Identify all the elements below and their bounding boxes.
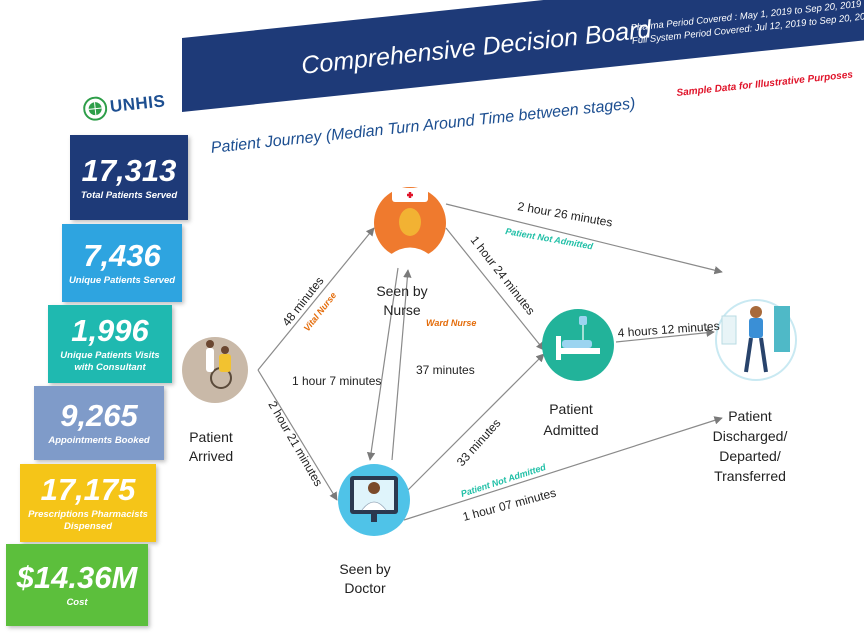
tag-ward-nurse: Ward Nurse <box>426 318 476 328</box>
node-discharged[interactable]: Patient Discharged/ Departed/ Transferre… <box>713 299 797 484</box>
person-legs <box>744 337 768 373</box>
person-head <box>750 306 762 318</box>
edge-doctor-admitted <box>397 353 545 501</box>
kpi-prescriptions[interactable]: 17,175 Prescriptions Pharmacists Dispens… <box>20 464 156 542</box>
edge-arrived-nurse <box>257 227 375 371</box>
kpi-value: 1,996 <box>71 313 149 348</box>
nurse-collar <box>385 247 435 259</box>
kpi-label: Appointments Booked <box>48 435 150 446</box>
iv-bag <box>579 316 587 325</box>
door <box>774 306 790 352</box>
bed-blanket <box>562 340 592 348</box>
edge-arrived-doctor <box>257 369 338 501</box>
kpi-label: Total Patients Served <box>80 189 178 201</box>
node-nurse-label-1: Seen by <box>376 283 427 299</box>
kpi-label: Cost <box>66 597 88 608</box>
node-doctor-label-1: Seen by <box>339 561 390 577</box>
bed-headboard <box>556 336 561 360</box>
node-admitted-label-2: Admitted <box>543 422 598 438</box>
person-shirt <box>749 318 763 338</box>
node-arrived[interactable]: Patient Arrived <box>182 337 248 464</box>
kpi-total-patients[interactable]: 17,313 Total Patients Served <box>70 135 188 220</box>
attendant-body <box>206 348 214 372</box>
kpi-label: Prescriptions Pharmacists Dispensed <box>28 509 148 532</box>
kpi-value: 17,313 <box>81 152 177 188</box>
window <box>721 315 737 345</box>
doctor-coat <box>361 501 387 511</box>
kpi-value: 7,436 <box>83 238 161 273</box>
node-admitted[interactable]: Patient Admitted <box>542 309 614 438</box>
globe-icon <box>83 96 108 121</box>
node-nurse-label-2: Nurse <box>383 302 421 318</box>
node-discharged-label-3: Departed/ <box>719 448 781 464</box>
kpi-label: Unique Patients Served <box>68 275 176 286</box>
doctor-face <box>368 482 380 494</box>
edge-nurse-admitted <box>445 227 545 351</box>
node-doctor-label-2: Doctor <box>344 580 386 596</box>
patient-head <box>221 346 229 354</box>
kpi-value: 17,175 <box>40 472 136 507</box>
node-admitted-label-1: Patient <box>549 401 593 417</box>
edge-label-arrived-doctor: 2 hour 21 minutes <box>265 399 325 489</box>
kpi-unique-patients[interactable]: 7,436 Unique Patients Served <box>62 224 182 302</box>
edge-label-nurse-doctor: 1 hour 7 minutes <box>292 374 381 388</box>
attendant-head <box>206 340 214 348</box>
bed-base <box>556 348 600 354</box>
edge-nurse-discharged <box>445 203 723 275</box>
node-discharged-label-2: Discharged/ <box>713 428 788 444</box>
node-discharged-label-4: Transferred <box>714 468 786 484</box>
kpi-appointments[interactable]: 9,265 Appointments Booked <box>34 386 164 460</box>
kpi-cost[interactable]: $14.36M Cost <box>6 544 148 626</box>
node-arrived-label-2: Arrived <box>189 448 233 464</box>
kpi-label: Unique Patients Visits with Consultant <box>60 350 160 373</box>
node-discharged-label-1: Patient <box>728 408 772 424</box>
edge-admitted-discharged <box>615 328 715 343</box>
edge-label-doctor-admitted: 33 minutes <box>454 416 504 469</box>
edge-doctor-discharged <box>403 416 723 521</box>
edge-doctor-nurse <box>391 269 412 461</box>
node-nurse[interactable]: Seen by Nurse <box>374 187 446 318</box>
edge-label-doctor-nurse: 37 minutes <box>416 363 475 377</box>
node-arrived-label-1: Patient <box>189 429 233 445</box>
monitor-stand <box>371 514 377 522</box>
kpi-value: $14.36M <box>16 560 138 595</box>
edges <box>257 203 723 521</box>
kpi-consultant-visits[interactable]: 1,996 Unique Patients Visits with Consul… <box>48 305 172 383</box>
node-doctor[interactable]: Seen by Doctor <box>338 464 410 596</box>
edge-nurse-doctor <box>366 267 399 461</box>
unhis-logo: UNHIS <box>82 89 166 121</box>
nurse-face <box>399 208 421 236</box>
patient-body <box>219 354 231 372</box>
edge-label-nurse-admitted: 1 hour 24 minutes <box>468 233 538 317</box>
medical-cross-icon <box>407 192 413 198</box>
kpi-value: 9,265 <box>60 398 138 433</box>
